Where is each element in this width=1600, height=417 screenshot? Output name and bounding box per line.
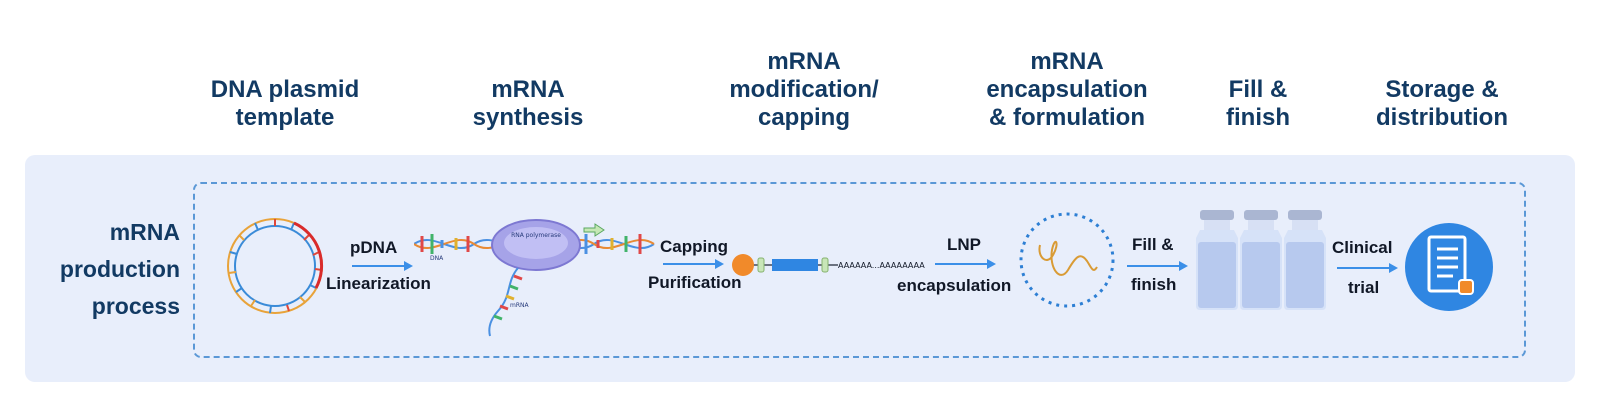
step-lnp-label: LNP	[947, 235, 981, 254]
plasmid-icon	[227, 218, 324, 314]
stage-title-storage-distribution: Storage & distribution	[1376, 76, 1508, 131]
vial-2	[1240, 210, 1282, 310]
vial-1	[1196, 210, 1238, 310]
document-icon	[1405, 223, 1493, 311]
stage-title-fill-finish: Fill & finish	[1226, 76, 1290, 131]
capped-mrna-icon: AAAAAA...AAAAAAAA	[732, 254, 925, 276]
process-label-line-3: process	[91, 293, 180, 319]
process-label-line-1: mRNA	[109, 219, 180, 245]
lipid-nanoparticle-icon	[1019, 212, 1115, 308]
rna-polymerase-label: RNA polymerase	[511, 232, 561, 239]
vials-icon	[1196, 210, 1326, 310]
step-pdna-label: pDNA	[350, 238, 398, 257]
dna-label: DNA	[430, 255, 444, 262]
lnp-arrow-icon	[935, 259, 996, 269]
pdna-arrow-icon	[352, 261, 413, 271]
rna-polymerase-synthesis-icon: RNA polymerase DNA mRNA	[414, 219, 655, 337]
step-clinical-label: Clinical	[1332, 238, 1393, 257]
fill-finish-arrow-icon	[1127, 261, 1188, 271]
stage-title-dna-plasmid-template: DNA plasmid template	[210, 76, 360, 131]
process-label: mRNA production process	[20, 214, 180, 325]
step-trial-label: trial	[1348, 278, 1380, 297]
step-purification-label: Purification	[648, 273, 742, 292]
capping-arrow-icon	[663, 259, 724, 269]
vial-3	[1284, 210, 1326, 310]
process-workflow-frame	[193, 182, 1526, 358]
process-label-line-2: production	[59, 256, 180, 282]
step-finish-label: finish	[1131, 275, 1177, 294]
stage-title-mrna-encapsulation-formulation: mRNA encapsulation & formulation	[986, 48, 1148, 131]
poly-a-tail-label: AAAAAA...AAAAAAAA	[838, 261, 925, 270]
step-capping-label: Capping	[660, 237, 728, 256]
stage-title-mrna-modification-capping: mRNA modification/ capping	[729, 48, 879, 131]
mrna-label: mRNA	[510, 302, 530, 309]
stage-title-mrna-synthesis: mRNA synthesis	[472, 76, 584, 131]
step-linearization-label: Linearization	[326, 274, 431, 293]
step-fill-label: Fill &	[1132, 235, 1174, 254]
step-encapsulation-label: encapsulation	[897, 276, 1012, 295]
clinical-trial-arrow-icon	[1337, 263, 1398, 273]
